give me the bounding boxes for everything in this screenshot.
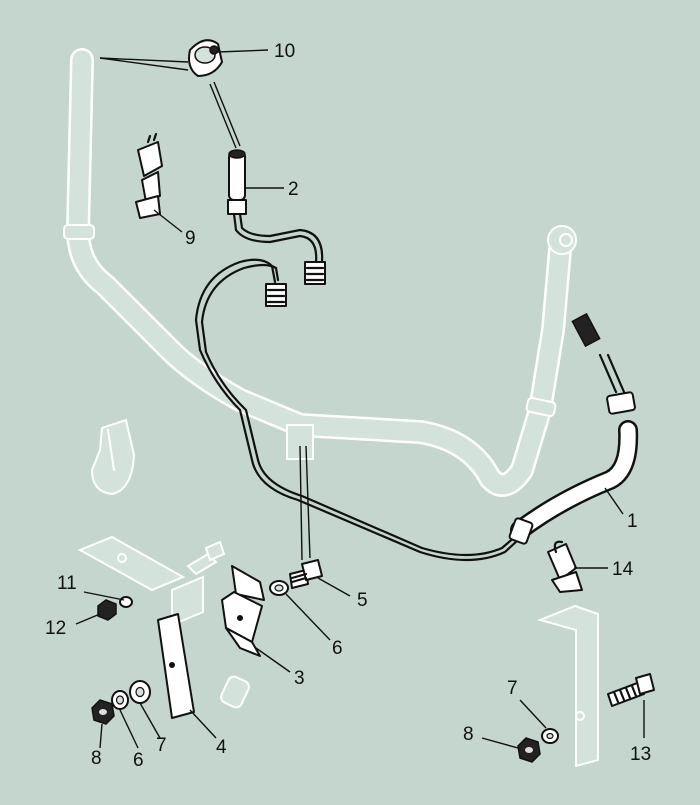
callout-13: 13 [630, 744, 651, 765]
callout-1: 1 [627, 511, 638, 532]
callout-6-lower: 6 [133, 750, 144, 771]
callout-9: 9 [185, 228, 196, 249]
ghost-clip-left [90, 418, 136, 496]
pipe-clip-9 [135, 132, 163, 219]
fuel-pipe-2 [227, 149, 326, 285]
callout-11: 11 [57, 573, 77, 594]
nut-8-right [517, 737, 541, 763]
ghost-bracket-upper [77, 535, 204, 627]
callout-5: 5 [357, 590, 368, 611]
leader-lines [75, 49, 645, 749]
washer-6-upper [269, 580, 289, 596]
clip-bracket-3 [221, 565, 265, 657]
fuel-hose-1 [508, 312, 639, 545]
washer-11 [119, 596, 133, 608]
ghost-sleeve [220, 675, 250, 709]
washer-7-lower-left [129, 680, 151, 704]
callout-4: 4 [216, 737, 227, 758]
ghost-bolt [186, 540, 226, 576]
callout-8-right: 8 [463, 724, 474, 745]
hose-clamp-10 [188, 39, 223, 77]
callout-10: 10 [274, 41, 295, 62]
ghost-bracket-right [536, 604, 599, 768]
fuel-pipe-assembly [194, 258, 520, 562]
bolt-13 [607, 673, 655, 707]
ghost-fuel-hose-long [63, 48, 577, 497]
callout-7-left: 7 [156, 735, 167, 756]
washer-6-lower-left [111, 690, 129, 710]
callout-2: 2 [288, 179, 299, 200]
clip-14 [547, 540, 583, 593]
callout-7-right: 7 [507, 678, 518, 699]
callout-labels: 10 2 9 1 14 5 6 3 4 11 12 8 6 7 7 8 13 [45, 41, 651, 771]
callout-3: 3 [294, 668, 305, 689]
callout-12: 12 [45, 618, 66, 639]
washer-7-right [541, 728, 559, 744]
callout-8-left: 8 [91, 748, 102, 769]
plate-4 [157, 613, 195, 719]
nut-8-lower-left [91, 699, 115, 725]
nut-12 [97, 599, 117, 621]
callout-14: 14 [612, 559, 634, 580]
bolt-5 [289, 559, 323, 589]
callout-6-upper: 6 [332, 638, 343, 659]
